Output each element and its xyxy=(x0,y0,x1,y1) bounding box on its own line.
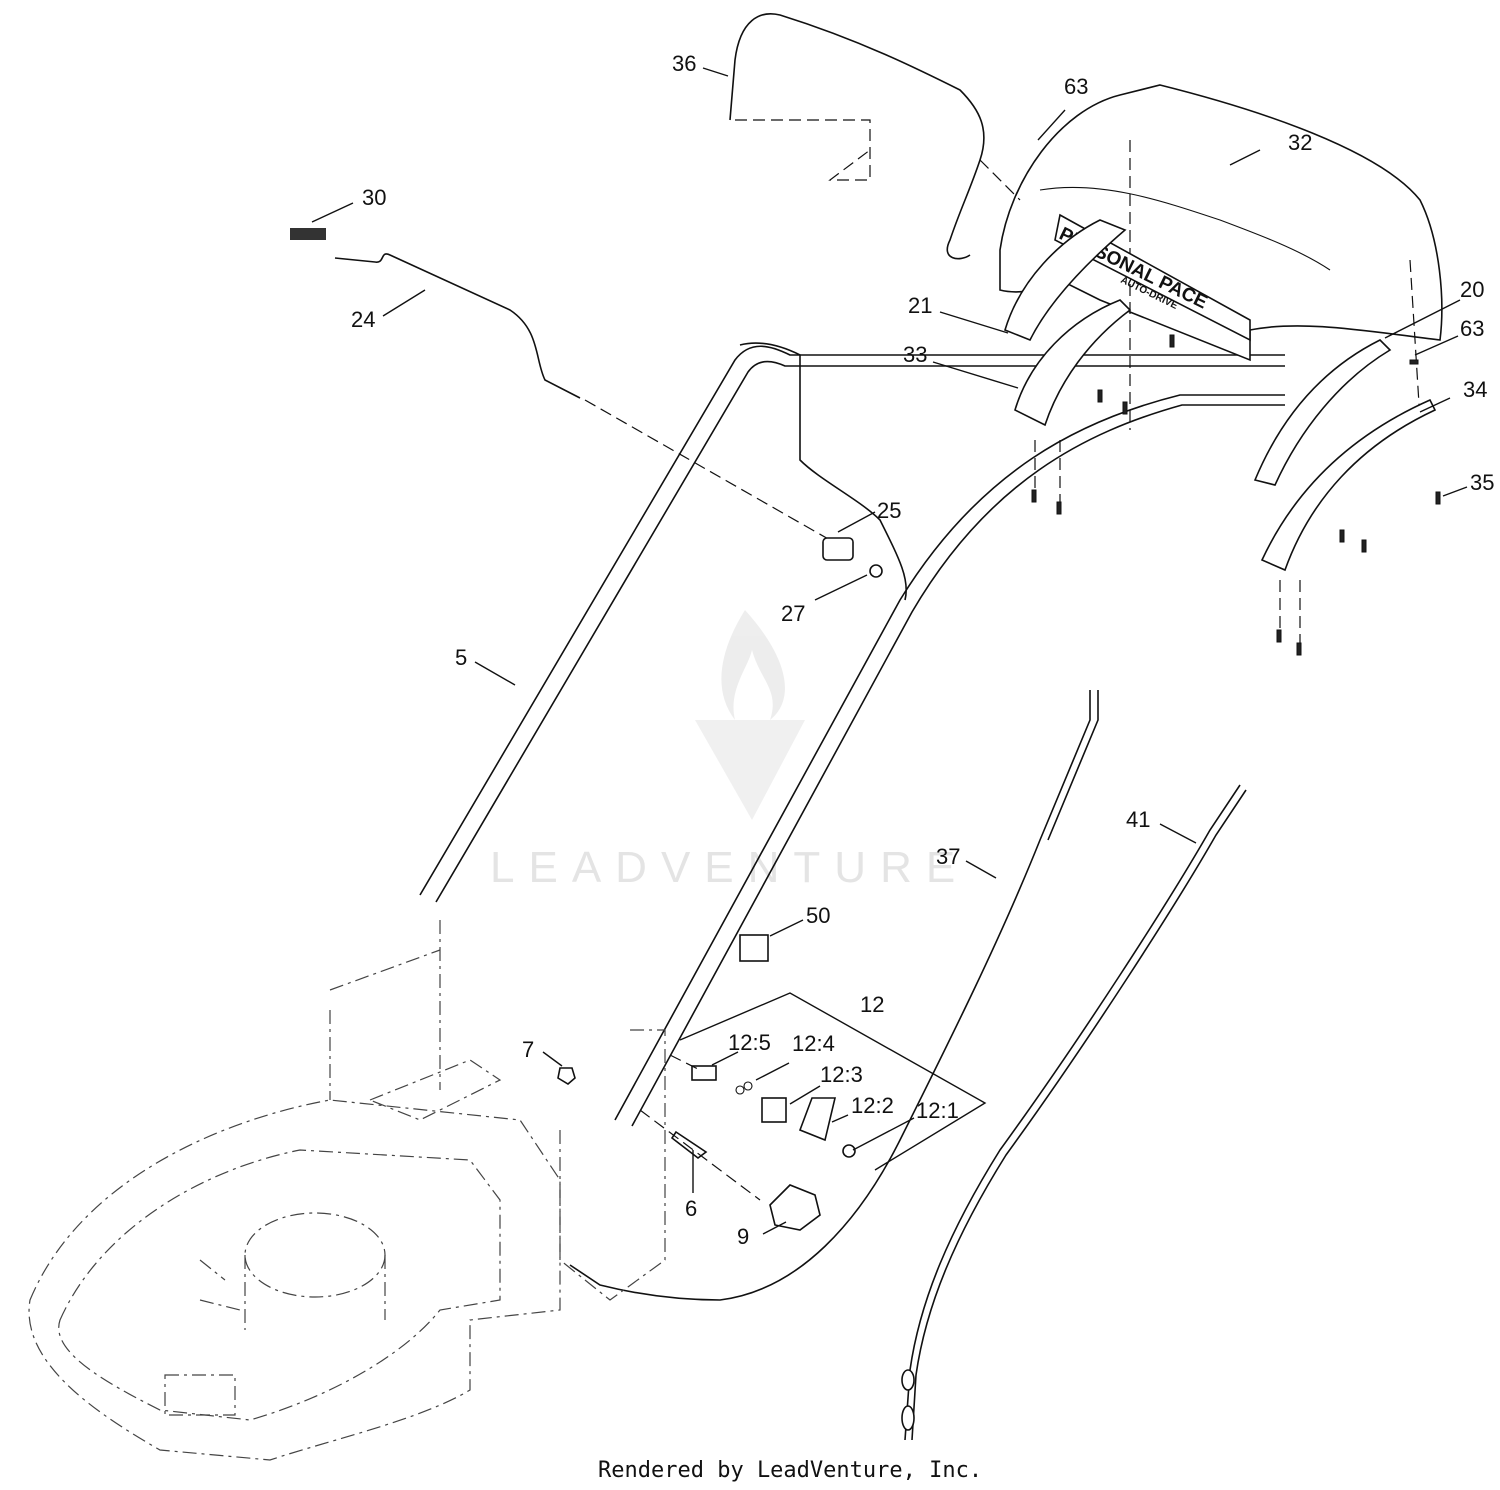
part-12-3-block xyxy=(761,1097,787,1123)
v-logo-icon xyxy=(695,720,805,820)
watermark: LEADVENTURE xyxy=(490,610,969,892)
callout-36: 36 xyxy=(672,51,696,76)
callout-30: 30 xyxy=(362,185,386,210)
callout-12-4: 12:4 xyxy=(792,1031,835,1056)
bushing-washer xyxy=(822,537,883,578)
callout-12-3: 12:3 xyxy=(820,1062,863,1087)
callout-37: 37 xyxy=(936,844,960,869)
callout-33: 33 xyxy=(903,342,927,367)
callout-12-1: 12:1 xyxy=(916,1098,959,1123)
part-12-2-cam xyxy=(798,1097,837,1142)
drive-rod xyxy=(290,228,831,541)
right-rail xyxy=(1253,339,1441,656)
callout-5: 5 xyxy=(455,645,467,670)
part-6-pin xyxy=(670,1130,708,1160)
callout-34: 34 xyxy=(1463,377,1487,402)
callout-21: 21 xyxy=(908,293,932,318)
lower-bracket xyxy=(557,934,856,1301)
part-12-5-pin xyxy=(691,1065,717,1081)
bail-bar xyxy=(729,13,1021,260)
part-50-body xyxy=(739,934,769,962)
callout-12-2: 12:2 xyxy=(851,1093,894,1118)
cable-37 xyxy=(569,690,1099,1301)
group-12-bracket xyxy=(679,992,987,1171)
callout-50: 50 xyxy=(806,903,830,928)
flame-logo-icon xyxy=(721,610,785,720)
handle-frame xyxy=(419,342,1285,1127)
footer-credit: Rendered by LeadVenture, Inc. xyxy=(598,1458,982,1483)
callout-63-right: 63 xyxy=(1460,316,1484,341)
callout-63-top: 63 xyxy=(1064,74,1088,99)
callout-35: 35 xyxy=(1470,470,1494,495)
callout-6: 6 xyxy=(685,1196,697,1221)
callout-labels: 36 63 32 30 24 21 20 63 33 34 35 25 27 5… xyxy=(351,51,1494,1249)
handle-cover: PERSONAL PACE AUTO-DRIVE xyxy=(999,84,1443,430)
callout-20: 20 xyxy=(1460,277,1484,302)
mower-deck-outline xyxy=(28,920,561,1461)
watermark-text: LEADVENTURE xyxy=(490,843,969,892)
callout-25: 25 xyxy=(877,498,901,523)
callout-9: 9 xyxy=(737,1224,749,1249)
leader-lines xyxy=(311,67,1468,1235)
part-12-1-ball xyxy=(842,1144,856,1158)
part-7-nut xyxy=(557,1067,576,1085)
callout-32: 32 xyxy=(1288,130,1312,155)
callout-7: 7 xyxy=(522,1037,534,1062)
cable-41 xyxy=(901,784,1247,1441)
callout-41: 41 xyxy=(1126,807,1150,832)
callout-27: 27 xyxy=(781,601,805,626)
callout-12-5: 12:5 xyxy=(728,1030,771,1055)
callout-24: 24 xyxy=(351,307,375,332)
part-9-knob xyxy=(769,1184,821,1231)
left-rail xyxy=(1004,219,1175,515)
callout-12: 12 xyxy=(860,992,884,1017)
spring-icon xyxy=(290,228,326,240)
